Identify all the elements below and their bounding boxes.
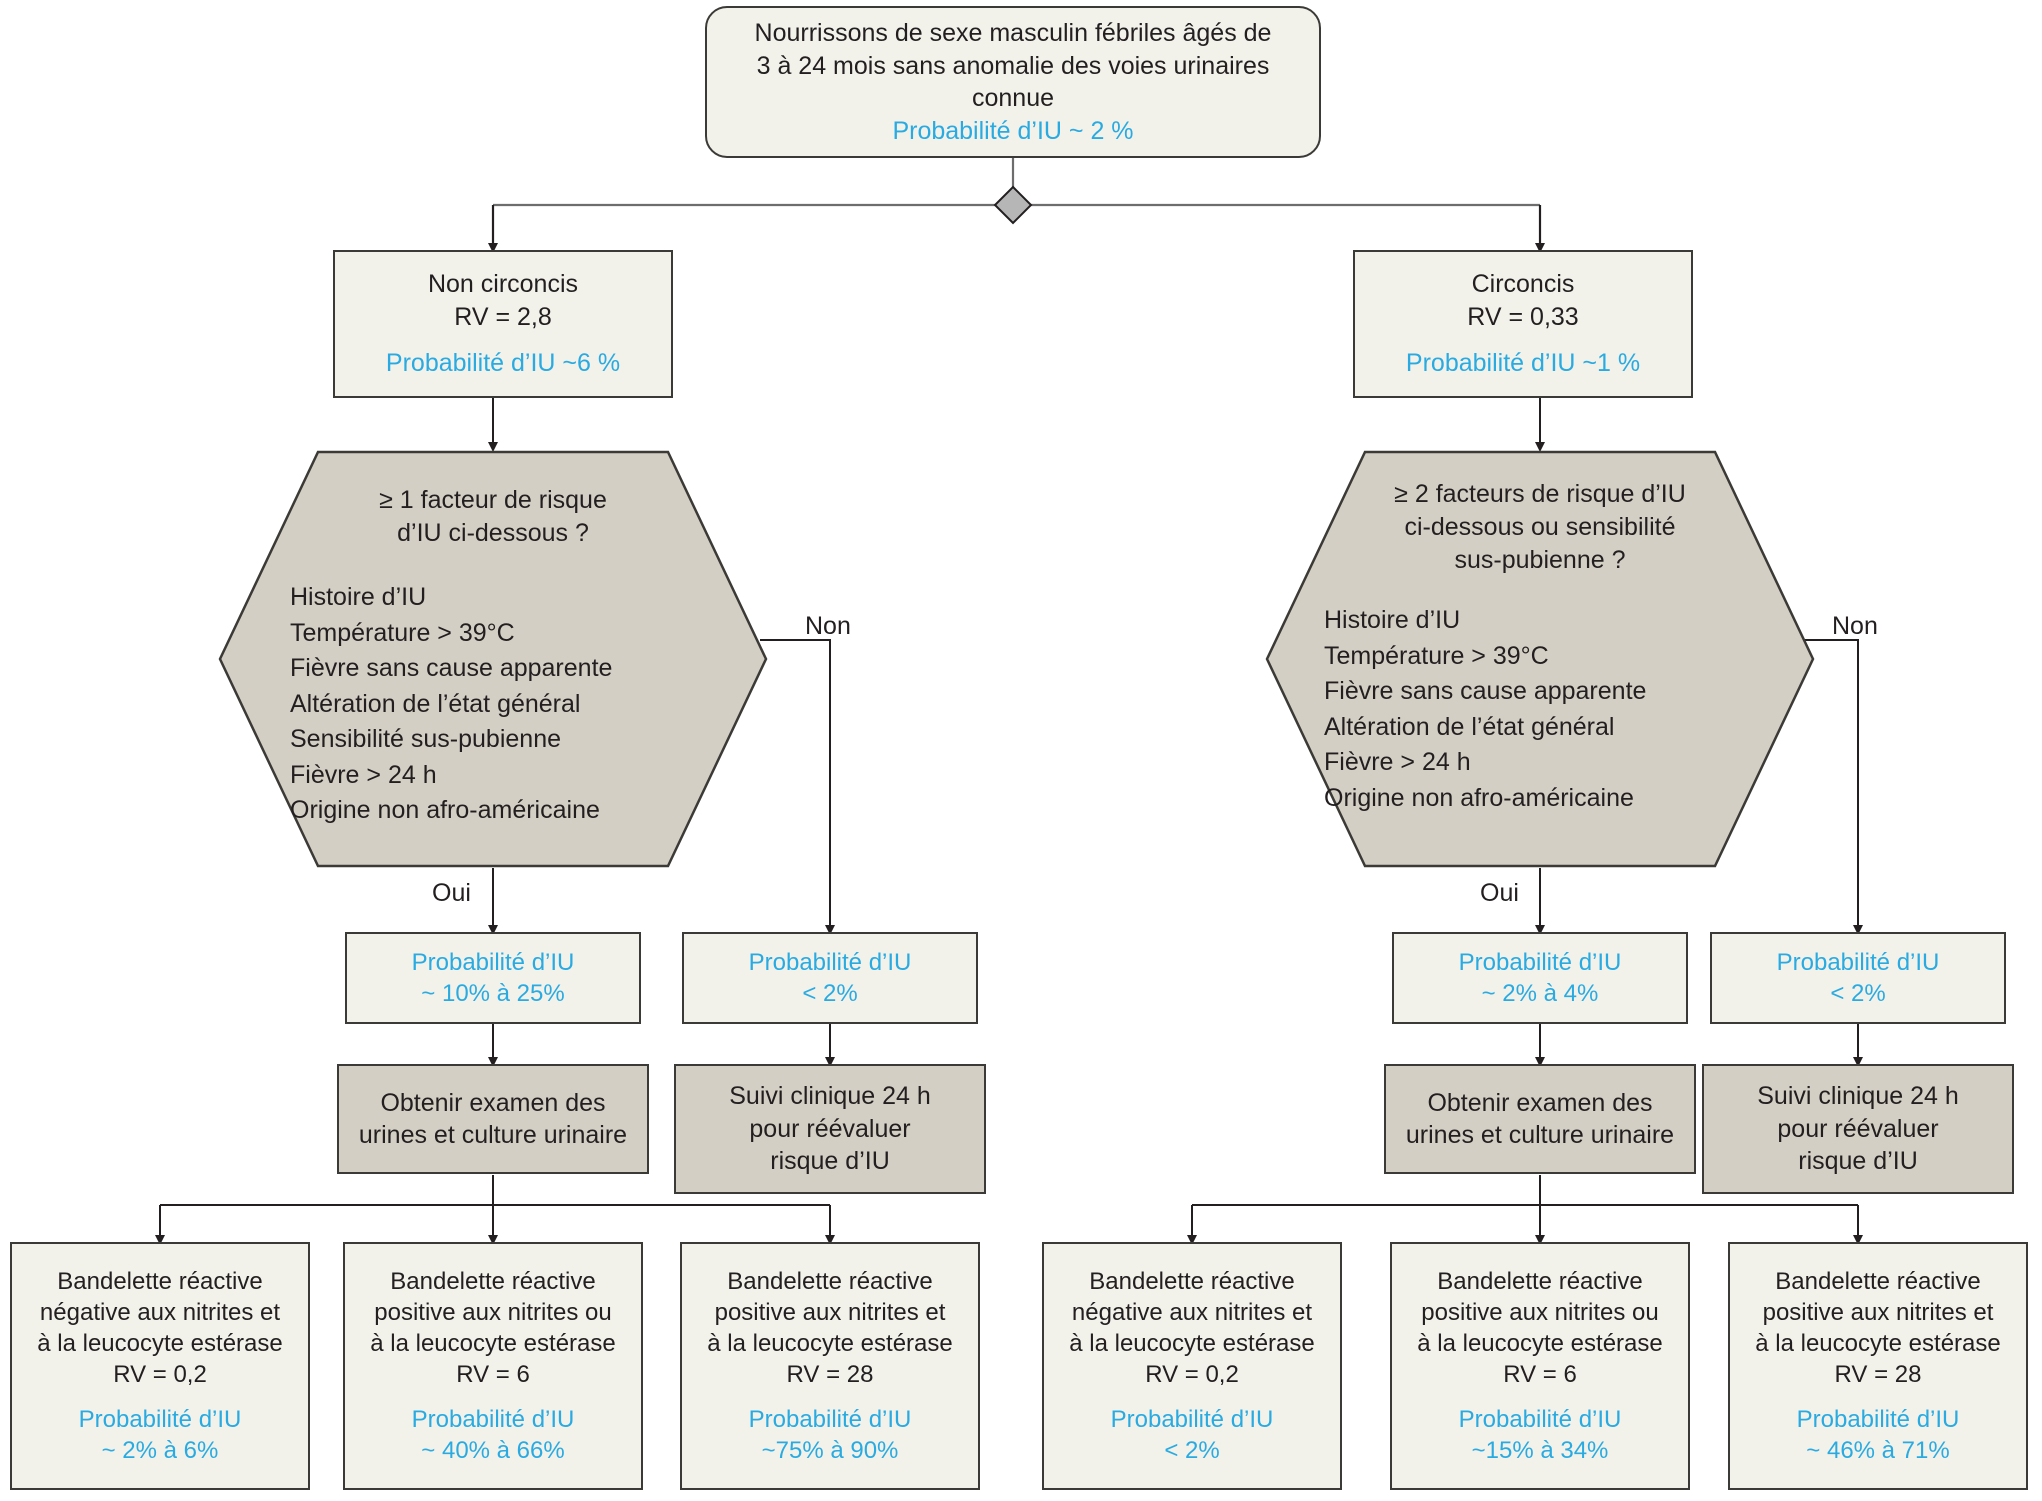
- right-yes-probability-value: ~ 2% à 4%: [1481, 980, 1599, 1007]
- left-yes-probability-value: ~ 10% à 25%: [421, 980, 565, 1007]
- right-no-probability-label: Probabilité d’IU: [1776, 948, 1940, 976]
- root-probability: Probabilité d’IU ~ 2 %: [892, 116, 1134, 145]
- root-line-3: connue: [971, 84, 1055, 112]
- right-no-label: Non: [1832, 612, 1878, 640]
- right-outcome-3-line-2: positive aux nitrites et: [1762, 1299, 1994, 1327]
- right-status-title: Circoncis: [1471, 270, 1575, 299]
- right-outcome-3-line-1: Bandelette réactive: [1775, 1267, 1981, 1295]
- left-no-action-line-1: Suivi clinique 24 h: [729, 1082, 931, 1111]
- left-outcome-3-rv: RV = 28: [786, 1361, 874, 1389]
- right-decision-question: ≥ 2 facteurs de risque d’IU ci-dessous o…: [1394, 480, 1686, 574]
- right-yes-probability-box: Probabilité d’IU ~ 2% à 4%: [1392, 932, 1688, 1024]
- right-outcome-3-line-3: à la leucocyte estérase: [1755, 1330, 2001, 1358]
- right-outcome-1-probability-label: Probabilité d’IU: [1110, 1405, 1274, 1433]
- left-no-probability-label: Probabilité d’IU: [748, 948, 912, 976]
- left-status-box: Non circoncis RV = 2,8 Probabilité d’IU …: [333, 250, 673, 398]
- right-outcome-1-rv: RV = 0,2: [1145, 1361, 1239, 1389]
- left-decision-hexagon: ≥ 1 facteur de risque d’IU ci-dessous ? …: [218, 450, 768, 868]
- left-outcome-1-probability-value: ~ 2% à 6%: [101, 1436, 219, 1464]
- left-outcome-1-line-3: à la leucocyte estérase: [37, 1330, 283, 1358]
- right-no-action-line-1: Suivi clinique 24 h: [1757, 1082, 1959, 1111]
- right-status-box: Circoncis RV = 0,33 Probabilité d’IU ~1 …: [1353, 250, 1693, 398]
- right-yes-action-line-2: urines et culture urinaire: [1405, 1121, 1675, 1149]
- right-outcome-2-box: Bandelette réactive positive aux nitrite…: [1390, 1242, 1690, 1490]
- left-no-probability-value: < 2%: [802, 980, 858, 1007]
- right-decision-hexagon: ≥ 2 facteurs de risque d’IU ci-dessous o…: [1265, 450, 1815, 868]
- left-outcome-2-line-1: Bandelette réactive: [390, 1267, 596, 1295]
- right-outcome-2-probability-value: ~15% à 34%: [1471, 1436, 1609, 1464]
- left-decision-question: ≥ 1 facteur de risque d’IU ci-dessous ?: [379, 486, 607, 547]
- right-outcome-2-rv: RV = 6: [1503, 1361, 1577, 1389]
- root-line-2: 3 à 24 mois sans anomalie des voies urin…: [756, 51, 1270, 80]
- left-outcome-1-box: Bandelette réactive négative aux nitrite…: [10, 1242, 310, 1490]
- right-yes-action-box: Obtenir examen des urines et culture uri…: [1384, 1064, 1696, 1174]
- left-no-action-line-3: risque d’IU: [770, 1147, 890, 1176]
- root-line-1: Nourrissons de sexe masculin fébriles âg…: [754, 19, 1272, 47]
- right-decision-factors: Histoire d’IU Température > 39°C Fièvre …: [1324, 606, 1647, 812]
- right-outcome-3-box: Bandelette réactive positive aux nitrite…: [1728, 1242, 2028, 1490]
- left-no-action-line-2: pour réévaluer: [749, 1114, 911, 1143]
- left-outcome-1-line-2: négative aux nitrites et: [39, 1299, 281, 1327]
- right-outcome-2-line-2: positive aux nitrites ou: [1421, 1299, 1659, 1327]
- right-yes-label: Oui: [1480, 879, 1519, 907]
- left-outcome-3-line-1: Bandelette réactive: [727, 1267, 933, 1295]
- right-no-action-line-2: pour réévaluer: [1777, 1114, 1939, 1143]
- split-diamond: [993, 185, 1033, 225]
- right-outcome-3-probability-label: Probabilité d’IU: [1796, 1405, 1960, 1433]
- left-outcome-3-line-2: positive aux nitrites et: [714, 1299, 946, 1327]
- left-outcome-3-probability-value: ~75% à 90%: [761, 1436, 899, 1464]
- right-outcome-1-probability-value: < 2%: [1164, 1436, 1220, 1464]
- right-yes-probability-label: Probabilité d’IU: [1458, 948, 1622, 976]
- left-outcome-1-rv: RV = 0,2: [113, 1361, 207, 1389]
- left-decision-factors: Histoire d’IU Température > 39°C Fièvre …: [290, 583, 613, 824]
- right-yes-action-line-1: Obtenir examen des: [1427, 1088, 1653, 1117]
- left-outcome-2-probability-value: ~ 40% à 66%: [421, 1436, 565, 1464]
- left-no-label: Non: [805, 612, 851, 640]
- right-outcome-3-probability-value: ~ 46% à 71%: [1806, 1436, 1950, 1464]
- left-outcome-2-box: Bandelette réactive positive aux nitrite…: [343, 1242, 643, 1490]
- left-yes-action-box: Obtenir examen des urines et culture uri…: [337, 1064, 649, 1174]
- left-status-probability: Probabilité d’IU ~6 %: [385, 349, 621, 378]
- left-yes-action-line-2: urines et culture urinaire: [358, 1121, 628, 1149]
- left-status-rv: RV = 2,8: [454, 302, 552, 331]
- left-outcome-1-probability-label: Probabilité d’IU: [78, 1405, 242, 1433]
- right-outcome-1-line-3: à la leucocyte estérase: [1069, 1330, 1315, 1358]
- right-no-probability-box: Probabilité d’IU < 2%: [1710, 932, 2006, 1024]
- left-outcome-2-probability-label: Probabilité d’IU: [411, 1405, 575, 1433]
- left-no-action-box: Suivi clinique 24 h pour réévaluer risqu…: [674, 1064, 986, 1194]
- right-status-rv: RV = 0,33: [1467, 302, 1579, 331]
- left-no-probability-box: Probabilité d’IU < 2%: [682, 932, 978, 1024]
- left-yes-label: Oui: [432, 879, 471, 907]
- left-outcome-3-probability-label: Probabilité d’IU: [748, 1405, 912, 1433]
- left-yes-action-line-1: Obtenir examen des: [380, 1088, 606, 1117]
- right-outcome-1-line-1: Bandelette réactive: [1089, 1267, 1295, 1295]
- left-outcome-2-line-2: positive aux nitrites ou: [374, 1299, 612, 1327]
- right-outcome-2-line-1: Bandelette réactive: [1437, 1267, 1643, 1295]
- right-outcome-3-rv: RV = 28: [1834, 1361, 1922, 1389]
- left-outcome-2-line-3: à la leucocyte estérase: [370, 1330, 616, 1358]
- right-outcome-1-box: Bandelette réactive négative aux nitrite…: [1042, 1242, 1342, 1490]
- root-population-box: Nourrissons de sexe masculin fébriles âg…: [705, 6, 1321, 158]
- left-yes-probability-label: Probabilité d’IU: [411, 948, 575, 976]
- right-outcome-2-probability-label: Probabilité d’IU: [1458, 1405, 1622, 1433]
- right-outcome-2-line-3: à la leucocyte estérase: [1417, 1330, 1663, 1358]
- left-outcome-3-box: Bandelette réactive positive aux nitrite…: [680, 1242, 980, 1490]
- left-yes-probability-box: Probabilité d’IU ~ 10% à 25%: [345, 932, 641, 1024]
- left-outcome-2-rv: RV = 6: [456, 1361, 530, 1389]
- left-outcome-1-line-1: Bandelette réactive: [57, 1267, 263, 1295]
- left-status-title: Non circoncis: [427, 270, 579, 299]
- right-outcome-1-line-2: négative aux nitrites et: [1071, 1299, 1313, 1327]
- right-status-probability: Probabilité d’IU ~1 %: [1405, 349, 1641, 378]
- right-no-probability-value: < 2%: [1830, 980, 1886, 1007]
- right-no-action-line-3: risque d’IU: [1798, 1147, 1918, 1176]
- right-no-action-box: Suivi clinique 24 h pour réévaluer risqu…: [1702, 1064, 2014, 1194]
- left-outcome-3-line-3: à la leucocyte estérase: [707, 1330, 953, 1358]
